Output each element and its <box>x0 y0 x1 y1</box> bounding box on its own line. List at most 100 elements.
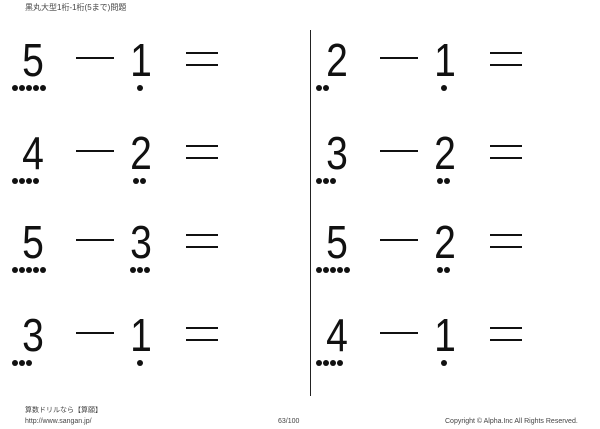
equals-sign <box>490 246 522 248</box>
equals-sign <box>186 52 218 54</box>
minus-sign <box>76 239 114 241</box>
subtrahend-dots <box>437 178 450 184</box>
equals-sign <box>490 145 522 147</box>
count-dot <box>12 360 18 366</box>
count-dot <box>316 178 322 184</box>
count-dot <box>330 267 336 273</box>
minus-sign <box>380 239 418 241</box>
subtrahend: 2 <box>130 127 152 179</box>
minuend-dots <box>316 360 343 366</box>
minuend: 4 <box>326 309 348 361</box>
count-dot <box>19 360 25 366</box>
minuend-dots <box>12 360 32 366</box>
count-dot <box>136 85 143 91</box>
minuend: 5 <box>22 34 44 86</box>
subtrahend: 1 <box>434 309 456 361</box>
equals-sign <box>186 157 218 159</box>
minuend: 5 <box>326 216 348 268</box>
minuend: 2 <box>326 34 348 86</box>
minuend-dots <box>316 178 336 184</box>
count-dot <box>129 267 136 273</box>
equals-sign <box>186 246 218 248</box>
footer-url[interactable]: http://www.sangan.jp/ <box>25 418 92 425</box>
equals-sign <box>490 327 522 329</box>
minuend: 5 <box>22 216 44 268</box>
subtrahend-dots <box>440 85 447 91</box>
count-dot <box>323 267 329 273</box>
count-dot <box>136 267 143 273</box>
equals-sign <box>186 145 218 147</box>
minus-sign <box>76 57 114 59</box>
count-dot <box>33 85 39 91</box>
equals-sign <box>490 52 522 54</box>
minuend-dots <box>12 85 46 91</box>
count-dot <box>40 85 46 91</box>
count-dot <box>40 267 46 273</box>
equals-sign <box>490 339 522 341</box>
count-dot <box>337 360 343 366</box>
equals-sign <box>186 327 218 329</box>
minuend-dots <box>316 85 329 91</box>
count-dot <box>344 267 350 273</box>
minus-sign <box>380 332 418 334</box>
count-dot <box>26 178 32 184</box>
subtrahend-dots <box>133 178 146 184</box>
count-dot <box>316 267 322 273</box>
count-dot <box>437 267 443 273</box>
count-dot <box>26 267 32 273</box>
footer-brand: 算数ドリルなら【算願】 <box>25 407 102 414</box>
equals-sign <box>490 157 522 159</box>
count-dot <box>444 178 450 184</box>
subtrahend: 3 <box>130 216 152 268</box>
equals-sign <box>490 64 522 66</box>
minuend-dots <box>316 267 350 273</box>
count-dot <box>316 85 322 91</box>
subtrahend-dots <box>129 267 150 273</box>
subtrahend: 2 <box>434 127 456 179</box>
count-dot <box>12 267 18 273</box>
minuend: 3 <box>22 309 44 361</box>
count-dot <box>330 178 336 184</box>
count-dot <box>136 360 143 366</box>
equals-sign <box>186 64 218 66</box>
count-dot <box>140 178 146 184</box>
minus-sign <box>380 57 418 59</box>
column-divider <box>310 30 311 396</box>
equals-sign <box>186 339 218 341</box>
count-dot <box>33 267 39 273</box>
equals-sign <box>186 234 218 236</box>
count-dot <box>440 360 447 366</box>
count-dot <box>316 360 322 366</box>
subtrahend: 1 <box>130 309 152 361</box>
subtrahend-dots <box>136 360 143 366</box>
count-dot <box>26 85 32 91</box>
count-dot <box>437 178 443 184</box>
count-dot <box>330 360 336 366</box>
subtrahend: 1 <box>130 34 152 86</box>
minus-sign <box>76 332 114 334</box>
count-dot <box>33 178 39 184</box>
equals-sign <box>490 234 522 236</box>
subtrahend-dots <box>136 85 143 91</box>
worksheet-title: 黒丸大型1桁-1桁(5まで)問題 <box>25 3 127 12</box>
subtrahend-dots <box>440 360 447 366</box>
page-number: 63/100 <box>278 418 300 425</box>
minus-sign <box>380 150 418 152</box>
count-dot <box>133 178 139 184</box>
count-dot <box>19 85 25 91</box>
count-dot <box>444 267 450 273</box>
count-dot <box>19 267 25 273</box>
count-dot <box>323 360 329 366</box>
minus-sign <box>76 150 114 152</box>
subtrahend: 1 <box>434 34 456 86</box>
count-dot <box>323 178 329 184</box>
count-dot <box>440 85 447 91</box>
count-dot <box>337 267 343 273</box>
minuend: 3 <box>326 127 348 179</box>
